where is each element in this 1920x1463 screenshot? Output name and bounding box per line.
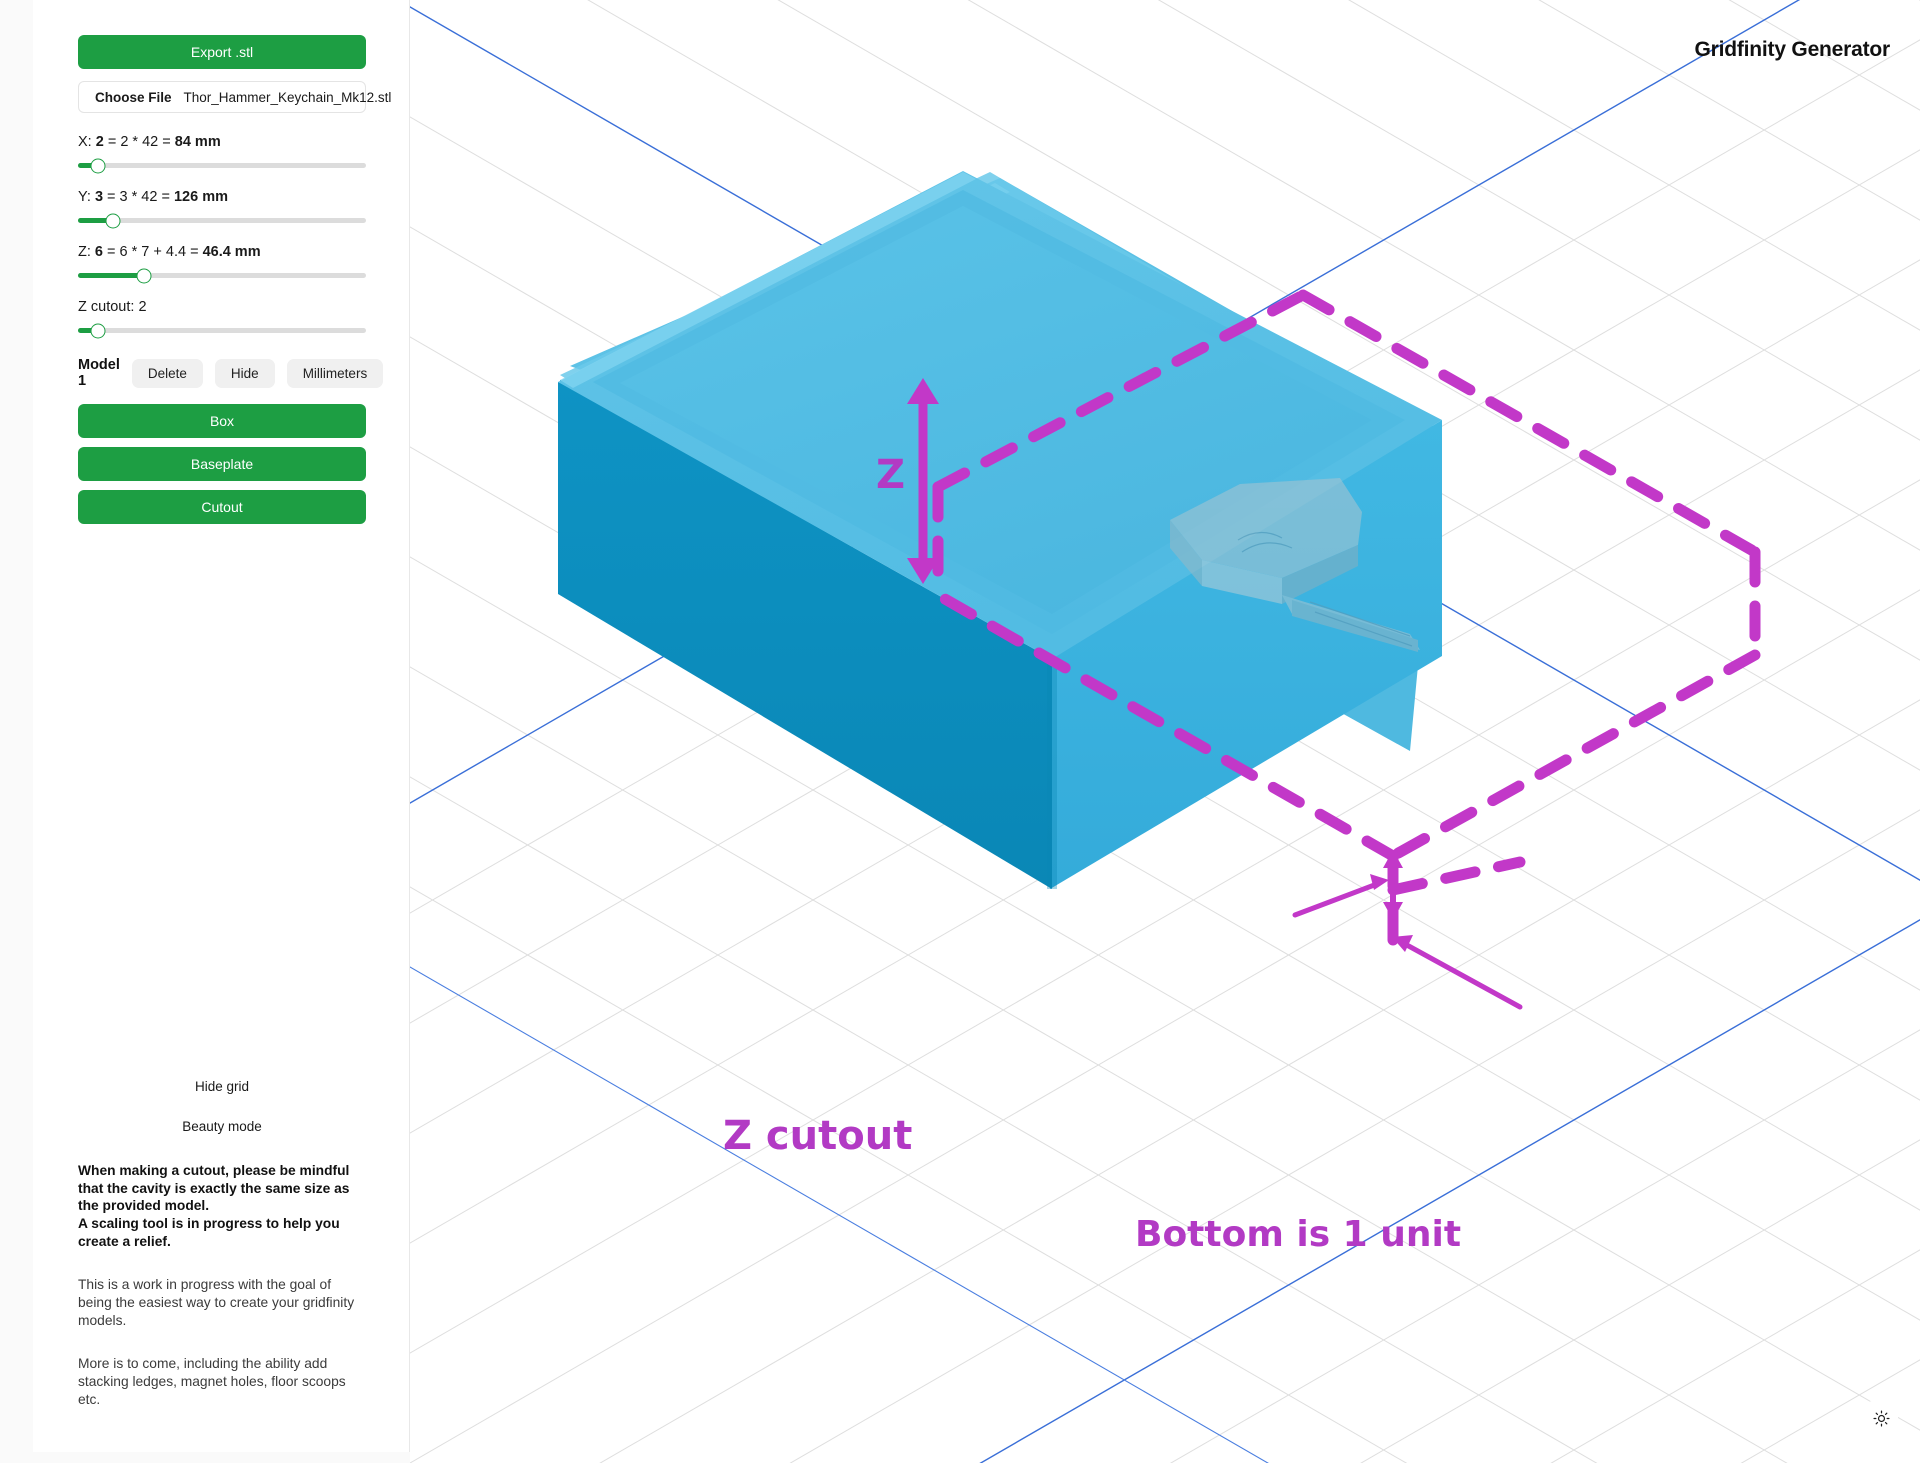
slider-value-z-cutout: 2 [138, 299, 147, 315]
mode-baseplate-button[interactable]: Baseplate [78, 447, 366, 481]
sun-icon [1872, 1409, 1890, 1427]
slider-prefix-z-cutout: Z cutout: [78, 299, 139, 315]
model-name-label: Model 1 [78, 357, 120, 389]
slider-result-y: 126 mm [173, 189, 228, 205]
slider-fill-z [78, 273, 145, 278]
slider-x[interactable] [78, 158, 366, 173]
model-row: Model 1 Delete Hide Millimeters [78, 357, 384, 389]
note-cutout-warning: When making a cutout, please be mindful … [78, 1163, 350, 1249]
slider-group-z-cutout: Z cutout: 2 [78, 299, 366, 338]
z-cutout-leader [1292, 874, 1389, 918]
viewport-3d[interactable]: Z Z cutout Bottom is 1 unit Gridfinity G… [410, 0, 1920, 1463]
slider-thumb-x[interactable] [90, 158, 106, 173]
z-cutout-arrow [1383, 850, 1403, 920]
export-stl-button[interactable]: Export .stl [78, 35, 366, 69]
slider-value-y: 3 [94, 189, 104, 205]
slider-z-cutout[interactable] [78, 323, 366, 338]
slider-formula-z: = 6 * 7 + 4.4 = [103, 244, 203, 260]
slider-label-x: X: 2 = 2 * 42 = 84 mm [78, 134, 366, 150]
units-toggle-button[interactable]: Millimeters [286, 358, 384, 388]
slider-prefix-y: Y: [78, 189, 95, 205]
theme-toggle-button[interactable] [1864, 1401, 1898, 1435]
slider-label-z-cutout: Z cutout: 2 [78, 299, 366, 315]
mode-button-stack: Box Baseplate Cutout [78, 404, 366, 524]
delete-model-button[interactable]: Delete [131, 358, 203, 388]
slider-label-y: Y: 3 = 3 * 42 = 126 mm [78, 189, 366, 205]
hide-model-button[interactable]: Hide [214, 358, 275, 388]
selected-file-name: Thor_Hammer_Keychain_Mk12.stl [183, 89, 392, 105]
slider-prefix-x: X: [78, 134, 96, 150]
page-title: Gridfinity Generator [1694, 38, 1890, 61]
cutout-dashed-outline [932, 289, 1761, 956]
slider-fill-z-cutout [78, 328, 99, 333]
mode-box-button[interactable]: Box [78, 404, 366, 438]
slider-value-z: 6 [94, 244, 103, 260]
box-render-overlay [558, 171, 1761, 1010]
slider-group-z: Z: 6 = 6 * 7 + 4.4 = 46.4 mm [78, 244, 366, 283]
slider-result-z: 46.4 mm [202, 244, 261, 260]
slider-y[interactable] [78, 213, 366, 228]
bottom-unit-leader [1392, 935, 1523, 1010]
file-picker[interactable]: Choose File Thor_Hammer_Keychain_Mk12.st… [78, 81, 391, 113]
beauty-mode-toggle[interactable]: Beauty mode [182, 1119, 262, 1134]
hide-grid-toggle[interactable]: Hide grid [194, 1079, 250, 1094]
view-toggles: Hide grid Beauty mode [78, 1079, 366, 1134]
note-work-in-progress: This is a work in progress with the goal… [78, 1277, 355, 1328]
slider-formula-x: = 2 * 42 = [103, 134, 175, 150]
slider-thumb-z-cutout[interactable] [90, 323, 106, 338]
slider-fill-y [78, 218, 113, 223]
slider-fill-x [78, 163, 99, 168]
slider-formula-y: = 3 * 42 = [103, 189, 174, 205]
slider-prefix-z: Z: [78, 244, 95, 260]
slider-group-y: Y: 3 = 3 * 42 = 126 mm [78, 189, 366, 228]
slider-thumb-y[interactable] [105, 213, 121, 228]
annotation-layer [907, 289, 1761, 1010]
mode-cutout-button[interactable]: Cutout [78, 490, 366, 524]
choose-file-button[interactable]: Choose File [95, 89, 172, 105]
note-more-to-come: More is to come, including the ability a… [78, 1356, 346, 1407]
slider-thumb-z[interactable] [136, 268, 152, 283]
z-height-arrow [907, 378, 939, 584]
notes-section: When making a cutout, please be mindful … [78, 1162, 366, 1408]
slider-result-x: 84 mm [174, 134, 221, 150]
slider-z[interactable] [78, 268, 366, 283]
slider-group-x: X: 2 = 2 * 42 = 84 mm [78, 134, 366, 173]
loaded-model-thor-hammer [1170, 478, 1420, 652]
sidebar-panel: Export .stl Choose File Thor_Hammer_Keyc… [33, 0, 410, 1452]
slider-label-z: Z: 6 = 6 * 7 + 4.4 = 46.4 mm [78, 244, 366, 260]
slider-value-x: 2 [95, 134, 104, 150]
